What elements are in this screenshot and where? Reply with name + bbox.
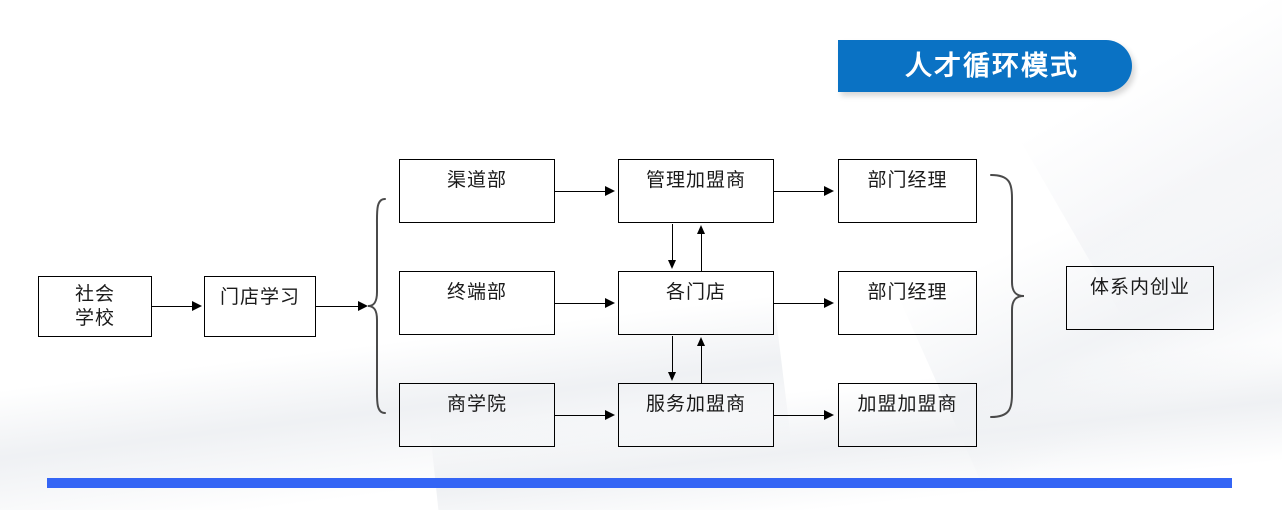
arrowhead-guanli-to-bumen1 xyxy=(824,186,834,196)
connector-guanli-to-bumen1 xyxy=(774,191,824,192)
arrowhead-guanli-to-gemendian-down xyxy=(668,260,676,269)
connector-guanli-to-gemendian-down xyxy=(672,224,673,262)
node-label: 部门经理 xyxy=(867,170,948,191)
arrowhead-gemendian-to-guanli-up xyxy=(697,225,705,234)
node-mendian-xuexi[interactable]: 门店学习 xyxy=(204,276,316,337)
arrowhead-fuwu-to-jiameng xyxy=(824,410,834,420)
connector-shehui-to-mendian xyxy=(152,306,192,307)
arrowhead-shehui-to-mendian xyxy=(192,301,202,311)
connector-gemendian-to-fuwu-down xyxy=(672,336,673,374)
node-label: 加盟加盟商 xyxy=(857,394,958,415)
arrowhead-gemendian-to-bumen2 xyxy=(824,298,834,308)
node-label: 商学院 xyxy=(446,394,507,415)
arrowhead-zhongduanbu-to-gemendian xyxy=(605,298,615,308)
connector-mendian-to-brace xyxy=(316,306,358,307)
connector-fuwu-to-jiameng xyxy=(774,415,824,416)
node-shangxueyuan[interactable]: 商学院 xyxy=(399,383,555,447)
node-bumen-jingli-2[interactable]: 部门经理 xyxy=(838,271,977,335)
node-gemendian[interactable]: 各门店 xyxy=(618,271,774,335)
title-banner: 人才循环模式 xyxy=(838,40,1132,92)
arrowhead-fuwu-to-gemendian-up xyxy=(697,337,705,346)
connector-shangxueyuan-to-fuwu xyxy=(555,415,605,416)
arrowhead-gemendian-to-fuwu-down xyxy=(668,372,676,381)
connector-fuwu-to-gemendian-up xyxy=(701,345,702,383)
node-label: 各门店 xyxy=(665,282,726,303)
node-jiameng-jiamengshang[interactable]: 加盟加盟商 xyxy=(838,383,977,447)
brace-left xyxy=(366,196,388,416)
node-label: 渠道部 xyxy=(446,170,507,191)
connector-qudaobu-to-guanli xyxy=(555,191,605,192)
node-label: 服务加盟商 xyxy=(645,394,746,415)
connector-gemendian-to-guanli-up xyxy=(701,233,702,271)
arrowhead-mendian-to-brace xyxy=(358,301,368,311)
node-label: 部门经理 xyxy=(867,282,948,303)
node-qudaobu[interactable]: 渠道部 xyxy=(399,159,555,223)
node-guanli-jiamengshang[interactable]: 管理加盟商 xyxy=(618,159,774,223)
page-title: 人才循环模式 xyxy=(905,50,1079,82)
bottom-rule xyxy=(47,478,1232,488)
node-label-line2: 学校 xyxy=(74,308,115,330)
node-label: 管理加盟商 xyxy=(645,170,746,191)
connector-gemendian-to-bumen2 xyxy=(774,303,824,304)
node-label: 体系内创业 xyxy=(1089,277,1190,298)
node-tixinei-chuangye[interactable]: 体系内创业 xyxy=(1066,266,1214,330)
node-label: 终端部 xyxy=(446,282,507,303)
node-label: 门店学习 xyxy=(219,287,300,308)
node-label-line1: 社会 xyxy=(74,284,115,305)
node-shehui-xuexiao[interactable]: 社会 学校 xyxy=(38,276,152,337)
arrowhead-qudaobu-to-guanli xyxy=(605,186,615,196)
connector-zhongduanbu-to-gemendian xyxy=(555,303,605,304)
node-fuwu-jiamengshang[interactable]: 服务加盟商 xyxy=(618,383,774,447)
node-zhongduanbu[interactable]: 终端部 xyxy=(399,271,555,335)
node-bumen-jingli-1[interactable]: 部门经理 xyxy=(838,159,977,223)
arrowhead-shangxueyuan-to-fuwu xyxy=(605,410,615,420)
brace-right xyxy=(988,172,1044,420)
